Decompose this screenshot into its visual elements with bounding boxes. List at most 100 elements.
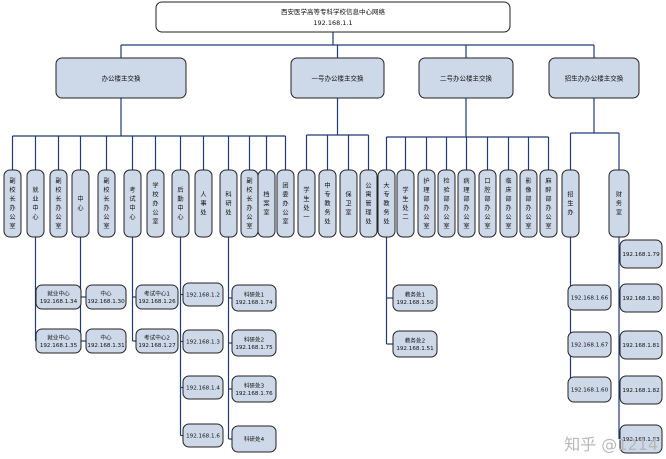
department-label-char: 办: [282, 200, 288, 208]
host-ip: 192.168.1.31: [87, 343, 125, 349]
host-node: [392, 284, 438, 312]
host-node: [231, 329, 277, 357]
diagram-nodes: 西安医学高等专科学校信息中心网络192.168.1.1办公楼主交换一号办公楼主交…: [3, 1, 663, 454]
department-label-char: 勤: [177, 195, 183, 203]
host-node: [182, 423, 224, 448]
host-ip: 192.168.1.30: [87, 299, 125, 305]
department-node: [478, 169, 497, 238]
host-node: [392, 330, 438, 358]
host-node: [85, 328, 127, 354]
department-label-char: 校: [55, 186, 61, 194]
department-label-char: 验: [443, 186, 450, 194]
department-label-char: 公: [525, 214, 531, 221]
department-node: [3, 169, 22, 238]
department-label-char: 案: [263, 200, 270, 208]
department-label-char: 醉: [545, 186, 551, 194]
root-node: [155, 1, 511, 33]
department-node: [561, 169, 580, 238]
department-label-char: 室: [443, 222, 449, 230]
department-label-char: 中: [177, 204, 183, 212]
root-title: 西安医学高等专科学校信息中心网络: [281, 7, 386, 16]
host-ip: 192.168.1.34: [40, 299, 78, 305]
department-label-char: 室: [345, 209, 351, 217]
department-label-char: 部: [463, 195, 469, 203]
department-label-char: 学: [402, 186, 408, 194]
department-label-char: 检: [443, 177, 449, 185]
department-node: [97, 169, 116, 238]
department-label-char: 校: [103, 186, 109, 194]
department-node: [257, 169, 276, 238]
host-name: 科研处1: [244, 291, 265, 299]
department-label-char: 室: [484, 222, 490, 230]
host-ip: 192.168.1.76: [235, 391, 273, 397]
department-label-char: 后: [177, 186, 183, 194]
department-label-char: 理: [463, 187, 469, 194]
host-name: 科研处2: [244, 336, 264, 344]
department-label-char: 部: [443, 195, 449, 203]
department-label-char: 办: [463, 204, 469, 212]
department-label-char: 临: [505, 177, 511, 185]
department-label-char: 副: [246, 177, 252, 185]
host-node: [619, 330, 663, 360]
department-label-char: 公: [463, 214, 469, 221]
department-label-char: 长: [55, 195, 61, 203]
department-label-char: 护: [423, 177, 429, 185]
department-label-char: 校: [246, 186, 252, 194]
host-node: [135, 284, 179, 310]
department-label-char: 中: [32, 204, 38, 212]
host-label: 192.168.1.3: [186, 340, 220, 346]
department-node: [26, 169, 45, 238]
department-node: [608, 169, 630, 238]
department-node: [499, 169, 518, 238]
watermark: 知乎 @1214: [564, 435, 658, 454]
switch-node: [290, 57, 385, 99]
department-label-char: 室: [505, 222, 511, 230]
department-label-char: 长: [103, 195, 109, 203]
host-node: [567, 284, 612, 311]
host-label: 192.168.1.80: [622, 296, 660, 302]
host-node: [619, 239, 663, 269]
department-label-char: 寓: [365, 191, 371, 199]
department-label-char: 办: [505, 204, 511, 212]
department-label-char: 务: [383, 209, 389, 217]
department-label-char: 室: [423, 222, 429, 230]
department-label-char: 部: [423, 195, 429, 203]
host-label: 192.168.1.67: [571, 343, 609, 349]
department-node: [123, 169, 142, 238]
department-node: [396, 169, 415, 238]
department-label-char: 室: [246, 222, 252, 230]
department-label-char: 业: [32, 195, 38, 203]
host-label: 192.168.1.79: [622, 252, 660, 258]
department-node: [377, 169, 396, 238]
department-label-char: 公: [484, 214, 490, 221]
host-name: 就业中心: [47, 290, 70, 298]
department-label-char: 就: [32, 186, 38, 194]
switch-label: 二号办公楼主交换: [440, 74, 493, 83]
host-node: [85, 284, 127, 310]
department-label-char: 办: [484, 204, 490, 212]
department-label-char: 室: [616, 209, 622, 217]
switch-label: 办公楼主交换: [102, 74, 142, 83]
host-node: [567, 331, 612, 358]
host-label: 科研处4: [244, 435, 265, 443]
department-node: [339, 169, 358, 238]
host-node: [231, 284, 277, 312]
host-name: 教务处1: [405, 291, 426, 299]
department-label-char: 室: [152, 218, 158, 226]
host-name: 科研处3: [244, 382, 265, 390]
department-label-char: 腔: [484, 186, 490, 194]
department-label-char: 心: [177, 214, 183, 221]
department-label-char: 办: [246, 204, 252, 212]
department-label-char: 处: [303, 204, 309, 212]
department-label-char: 像: [525, 186, 531, 194]
department-label-char: 部: [505, 195, 511, 203]
department-label-char: 公: [103, 214, 109, 221]
switch-label: 招生办办公楼主交换: [565, 74, 624, 83]
department-label-char: 室: [55, 222, 61, 230]
switch-node: [548, 57, 640, 99]
department-label-char: 部: [525, 195, 531, 203]
department-label-char: 试: [129, 195, 135, 203]
department-label-char: 办: [423, 204, 429, 212]
department-label-char: 麻: [545, 177, 552, 185]
department-node: [297, 169, 316, 238]
